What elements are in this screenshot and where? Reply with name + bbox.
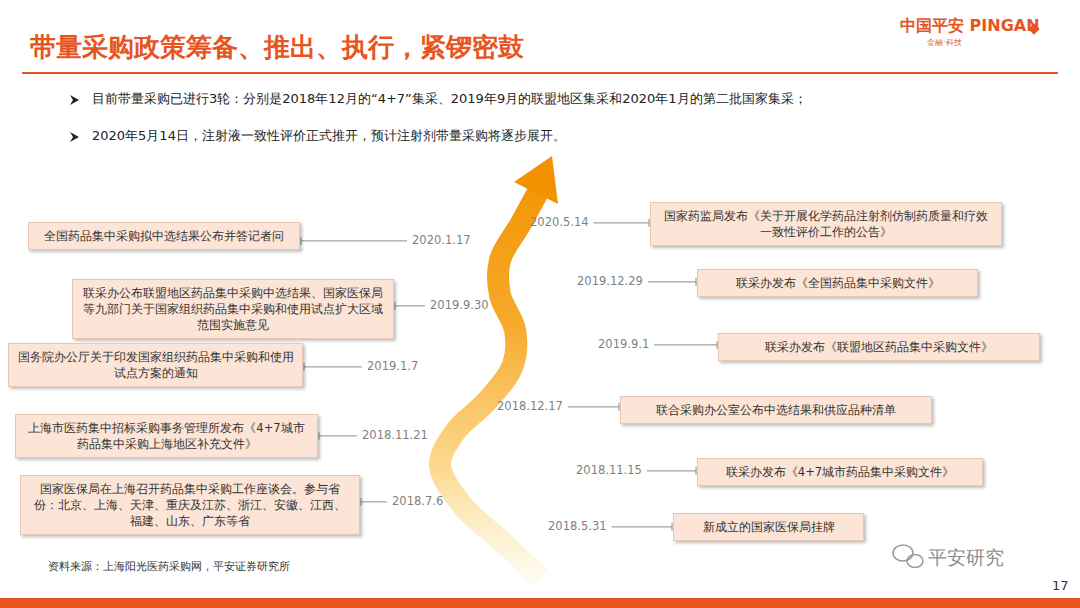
leader-lines (301, 219, 717, 531)
event-box: 联合采购办公室公布中选结果和供应品种清单 (620, 396, 932, 424)
event-text: 联采办发布《联盟地区药品集中采购文件》 (727, 339, 1031, 355)
leader-line (568, 406, 619, 407)
leader-line (361, 501, 387, 502)
event-box: 联采办发布《联盟地区药品集中采购文件》 (718, 333, 1040, 361)
date-label: 2019.9.30 (430, 299, 489, 313)
wechat-icon (893, 545, 923, 568)
event-box: 联采办发布《全国药品集中采购文件》 (697, 269, 978, 297)
leader-line (395, 305, 425, 306)
footer-bar (0, 598, 1080, 608)
leader-line (612, 526, 672, 527)
leader-tick (319, 432, 320, 440)
date-label: 2018.11.21 (362, 429, 428, 443)
bullet-arrow (70, 95, 79, 105)
bullet-text: 2020年5月14日，注射液一致性评价正式推开，预计注射剂带量采购将逐步展开。 (92, 128, 566, 144)
leader-tick (395, 302, 396, 310)
leader-line (654, 344, 717, 345)
event-box: 新成立的国家医保局挂牌 (673, 513, 864, 541)
date-label: 2019.12.29 (577, 275, 643, 289)
date-label: 2019.9.1 (598, 338, 649, 352)
event-box: 国家药监局发布《关于开展化学药品注射剂仿制药质量和疗效一致性评价工作的公告》 (650, 202, 1002, 246)
event-text: 国家医保局在上海召开药品集中采购工作座谈会。参与省份：北京、上海、天津、重庆及江… (29, 481, 351, 529)
title-rule (22, 72, 1058, 74)
arrow-head (514, 156, 558, 204)
leader-tick (361, 498, 362, 506)
event-text: 国家药监局发布《关于开展化学药品注射剂仿制药质量和疗效一致性评价工作的公告》 (659, 208, 993, 240)
leader-tick (301, 237, 302, 245)
leader-tick (304, 363, 305, 371)
date-label: 2020.1.17 (412, 234, 471, 248)
event-box: 全国药品集中采购拟中选结果公布并答记者问 (28, 222, 300, 250)
event-box: 联采办发布《4+7城市药品集中采购文件》 (697, 458, 983, 486)
date-label: 2019.1.7 (367, 360, 418, 374)
leader-line (594, 222, 649, 223)
leader-line (301, 240, 407, 241)
source-note: 资料来源：上海阳光医药采购网，平安证券研究所 (48, 560, 290, 573)
date-label: 2018.12.17 (497, 400, 563, 414)
leader-line (648, 281, 696, 282)
watermark: 平安研究 (928, 546, 1004, 569)
event-text: 联采办发布《4+7城市药品集中采购文件》 (706, 464, 974, 480)
bullet-text: 目前带量采购已进行3轮：分别是2018年12月的“4+7”集采、2019年9月的… (92, 91, 807, 107)
event-text: 新成立的国家医保局挂牌 (682, 519, 855, 535)
date-label: 2018.5.31 (548, 520, 607, 534)
leader-line (319, 435, 357, 436)
page-number: 17 (1052, 578, 1069, 594)
date-label: 2018.7.6 (392, 495, 443, 509)
event-box: 国务院办公厅关于印发国家组织药品集中采购和使用试点方案的通知 (8, 343, 303, 387)
event-box: 上海市医药集中招标采购事务管理所发布《4+7城市药品集中采购上海地区补充文件》 (15, 414, 318, 458)
arrow-body (440, 192, 540, 578)
event-text: 全国药品集中采购拟中选结果公布并答记者问 (37, 228, 291, 244)
leader-line (647, 470, 696, 471)
logo-text: 中国平安 PINGAN (900, 16, 1040, 35)
event-box: 国家医保局在上海召开药品集中采购工作座谈会。参与省份：北京、上海、天津、重庆及江… (20, 475, 360, 535)
event-text: 上海市医药集中招标采购事务管理所发布《4+7城市药品集中采购上海地区补充文件》 (24, 420, 309, 452)
date-label: 2018.11.15 (576, 464, 642, 478)
event-text: 联采办发布《全国药品集中采购文件》 (706, 275, 969, 291)
bullet-arrow (70, 132, 79, 142)
event-text: 国务院办公厅关于印发国家组织药品集中采购和使用试点方案的通知 (17, 349, 294, 381)
leader-line (304, 366, 362, 367)
event-box: 联采办公布联盟地区药品集中采购中选结果、国家医保局等九部门关于国家组织药品集中采… (72, 279, 394, 339)
slide-title: 带量采购政策筹备、推出、执行，紧锣密鼓 (30, 30, 524, 65)
logo-tagline: 金融·科技 (927, 38, 962, 48)
event-text: 联采办公布联盟地区药品集中采购中选结果、国家医保局等九部门关于国家组织药品集中采… (81, 285, 385, 333)
date-label: 2020.5.14 (530, 216, 589, 230)
event-text: 联合采购办公室公布中选结果和供应品种清单 (629, 402, 923, 418)
